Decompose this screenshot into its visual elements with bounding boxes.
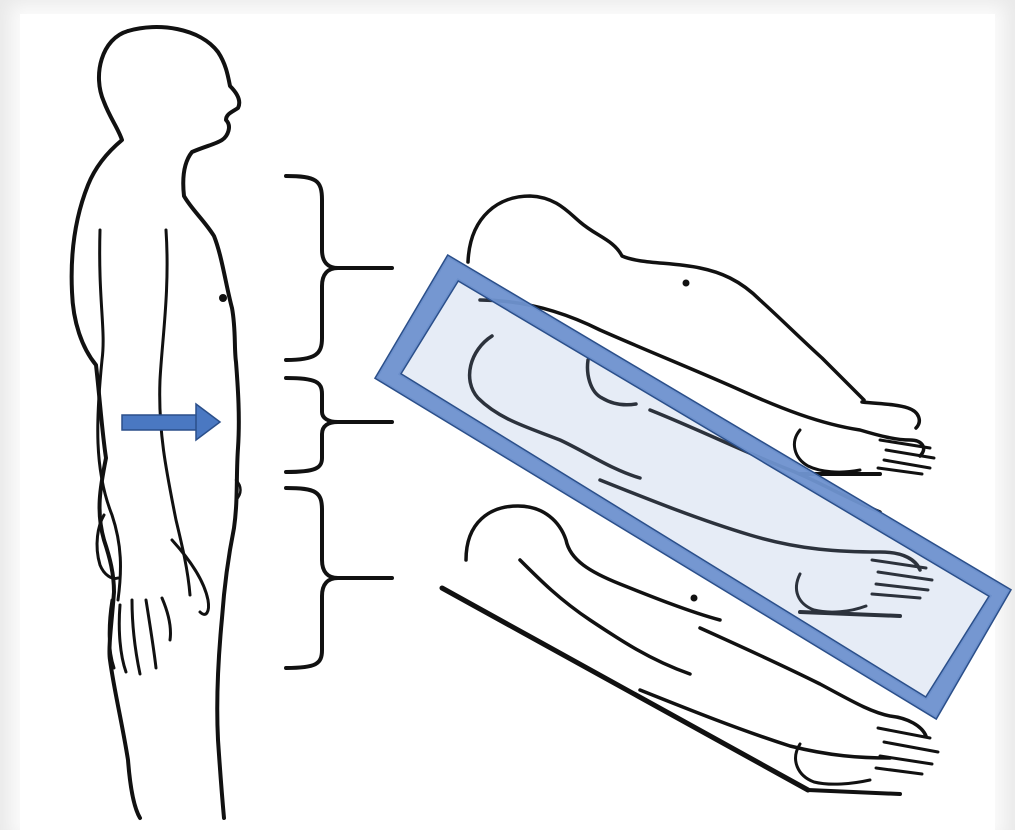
highlight-box — [376, 256, 1010, 718]
bracket-lower — [286, 488, 392, 668]
bracket-upper — [286, 176, 392, 360]
bracket-middle — [286, 378, 392, 472]
right-arrow-icon — [122, 404, 220, 440]
nipple-dot — [219, 294, 227, 302]
